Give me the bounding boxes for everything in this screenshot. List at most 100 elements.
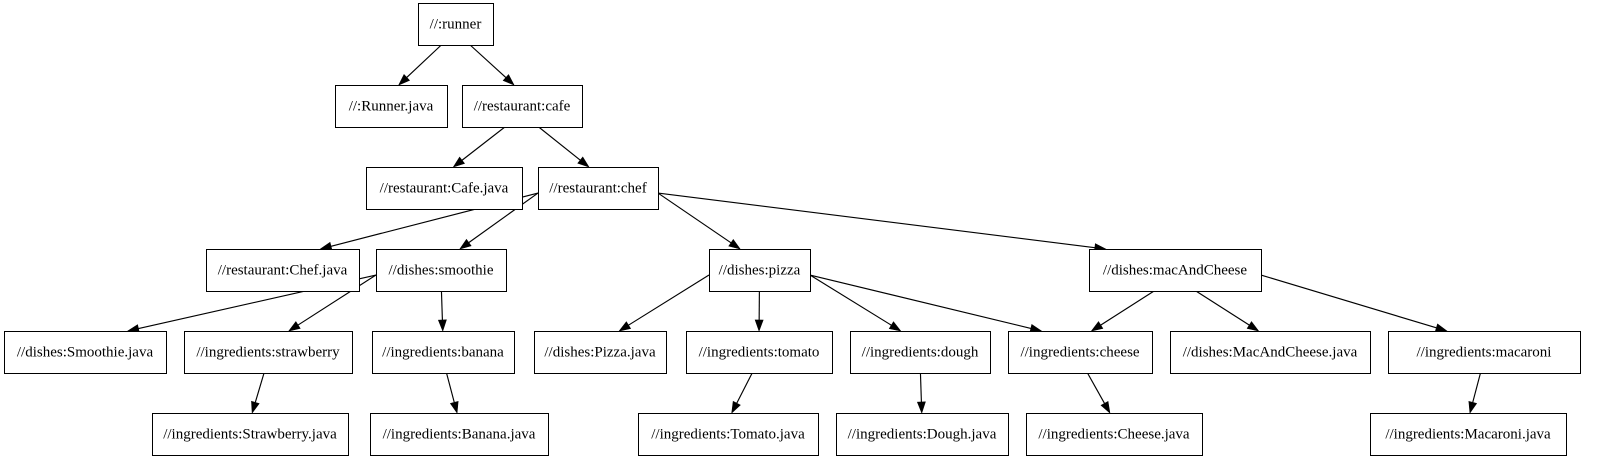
graph-node[interactable]: //restaurant:Cafe.java: [366, 167, 523, 210]
node-box: [462, 85, 583, 128]
graph-node[interactable]: //ingredients:banana: [372, 331, 515, 374]
graph-node[interactable]: //ingredients:macaroni: [1388, 331, 1581, 374]
node-box: [366, 167, 523, 210]
edge-line: [538, 126, 581, 161]
graph-edge: [809, 274, 902, 332]
graph-node[interactable]: //ingredients:Dough.java: [836, 413, 1009, 456]
node-label: //ingredients:Strawberry.java: [163, 426, 337, 442]
graph-node[interactable]: //dishes:macAndCheese: [1089, 249, 1262, 292]
node-box: [1008, 331, 1153, 374]
node-box: [1089, 249, 1262, 292]
graph-node[interactable]: //ingredients:dough: [850, 331, 991, 374]
graph-node[interactable]: //dishes:smoothie: [376, 249, 507, 292]
graph-edge: [452, 126, 506, 168]
edge-arrowhead: [452, 156, 465, 168]
node-label: //restaurant:cafe: [474, 98, 571, 114]
graph-node[interactable]: //restaurant:Chef.java: [206, 249, 360, 292]
edge-arrowhead: [888, 321, 902, 332]
graph-node[interactable]: //:Runner.java: [335, 85, 448, 128]
node-box: [638, 413, 819, 456]
edge-line: [1195, 290, 1250, 326]
node-label: //restaurant:Cafe.java: [380, 180, 509, 196]
edge-line: [461, 126, 506, 161]
graph-node[interactable]: //dishes:MacAndCheese.java: [1170, 331, 1371, 374]
node-label: //ingredients:Macaroni.java: [1385, 426, 1551, 442]
graph-edge: [1086, 372, 1111, 414]
node-label: //dishes:Pizza.java: [544, 344, 656, 360]
node-box: [1026, 413, 1203, 456]
node-label: //dishes:pizza: [719, 262, 801, 278]
edge-arrowhead: [398, 74, 411, 86]
graph-node[interactable]: //dishes:Smoothie.java: [4, 331, 167, 374]
graph-edge: [288, 274, 377, 332]
node-label: //ingredients:macaroni: [1417, 344, 1552, 360]
node-label: //ingredients:banana: [382, 344, 504, 360]
graph-edge: [657, 192, 1107, 252]
node-box: [335, 85, 448, 128]
edge-arrowhead: [728, 238, 741, 250]
edge-line: [1260, 274, 1437, 329]
node-layer: //:runner //:Runner.java //restaurant:cafe…: [4, 3, 1581, 456]
graph-node[interactable]: //restaurant:chef: [538, 167, 659, 210]
graph-node[interactable]: //ingredients:Tomato.java: [638, 413, 819, 456]
graph-node[interactable]: //:runner: [418, 3, 494, 46]
node-box: [534, 331, 667, 374]
node-label: //:runner: [430, 16, 482, 32]
graph-node[interactable]: //ingredients:Macaroni.java: [1370, 413, 1567, 456]
graph-node[interactable]: //restaurant:cafe: [462, 85, 583, 128]
node-box: [1388, 331, 1581, 374]
edge-line: [445, 372, 455, 403]
graph-edge: [538, 126, 590, 168]
graph-edge: [731, 372, 753, 414]
node-label: //ingredients:strawberry: [196, 344, 340, 360]
graph-node[interactable]: //dishes:pizza: [709, 249, 811, 292]
graph-node[interactable]: //ingredients:Cheese.java: [1026, 413, 1203, 456]
node-label: //ingredients:dough: [862, 344, 979, 360]
node-box: [836, 413, 1009, 456]
edge-line: [1086, 372, 1106, 404]
graph-edge: [916, 372, 926, 414]
edge-line: [468, 192, 539, 244]
graph-edge: [251, 372, 265, 414]
edge-line: [809, 274, 892, 326]
node-label: //dishes:MacAndCheese.java: [1183, 344, 1358, 360]
node-box: [709, 249, 811, 292]
node-label: //ingredients:Banana.java: [383, 426, 536, 442]
node-label: //ingredients:Dough.java: [848, 426, 997, 442]
graph-edge: [459, 192, 539, 250]
graph-node[interactable]: //dishes:Pizza.java: [534, 331, 667, 374]
graph-node[interactable]: //ingredients:cheese: [1008, 331, 1153, 374]
node-box: [184, 331, 353, 374]
graph-edge: [398, 44, 442, 86]
node-box: [1370, 413, 1567, 456]
edge-line: [406, 44, 442, 78]
node-box: [372, 331, 515, 374]
node-label: //dishes:Smoothie.java: [17, 344, 154, 360]
node-label: //ingredients:tomato: [699, 344, 820, 360]
edge-arrowhead: [916, 401, 926, 414]
node-box: [686, 331, 833, 374]
node-label: //ingredients:Tomato.java: [651, 426, 805, 442]
edge-arrowhead: [618, 321, 632, 332]
edge-line: [440, 290, 443, 321]
edge-arrowhead: [577, 156, 590, 168]
graph-node[interactable]: //ingredients:strawberry: [184, 331, 353, 374]
graph-node[interactable]: //ingredients:tomato: [686, 331, 833, 374]
edge-arrowhead: [502, 74, 515, 86]
graph-edge: [1090, 290, 1155, 332]
edge-arrowhead: [1246, 321, 1260, 332]
edge-line: [628, 274, 710, 326]
edge-line: [1472, 372, 1482, 403]
graph-edge: [1468, 372, 1482, 414]
graph-edge: [1195, 290, 1260, 332]
edge-arrowhead: [437, 319, 447, 332]
edge-line: [809, 274, 1031, 329]
edge-arrowhead: [731, 400, 741, 414]
graph-edge: [469, 44, 515, 86]
edge-arrowhead: [288, 321, 301, 332]
graph-node[interactable]: //ingredients:Banana.java: [370, 413, 549, 456]
edge-arrowhead: [251, 400, 260, 414]
graph-node[interactable]: //ingredients:Strawberry.java: [152, 413, 349, 456]
